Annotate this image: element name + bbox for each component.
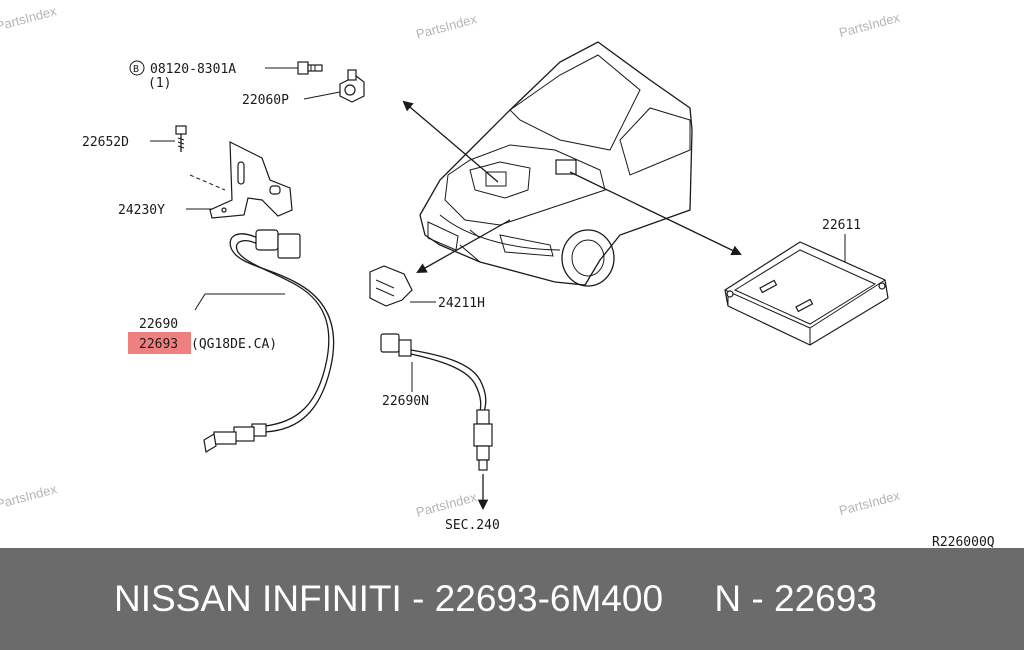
label-24230y[interactable]: 24230Y	[118, 203, 165, 218]
bolt-prefix: B	[133, 64, 139, 75]
watermark-top-center: PartsIndex	[414, 11, 478, 42]
car-illustration	[419, 41, 693, 287]
arrow-knock-sensor	[402, 100, 499, 183]
label-22611[interactable]: 22611	[822, 218, 861, 233]
footer-banner: NISSAN INFINITI - 22693-6M400 N - 22693	[0, 548, 1024, 650]
bracket-bolt-part	[175, 125, 187, 152]
arrow-bracket	[416, 219, 511, 274]
watermark-top-left: PartsIndex	[0, 3, 59, 34]
footer-title: NISSAN INFINITI - 22693-6M400 N - 22693	[114, 578, 877, 619]
label-22652d[interactable]: 22652D	[82, 135, 129, 150]
bolt-part	[297, 61, 323, 75]
oxygen-sensor-22693[interactable]	[203, 229, 335, 453]
label-22693[interactable]: 22693	[139, 337, 178, 352]
watermark-bottom-center: PartsIndex	[414, 489, 478, 520]
watermark-bottom-right: PartsIndex	[837, 488, 901, 519]
ecm-unit-22611	[724, 241, 889, 346]
label-24211h[interactable]: 24211H	[438, 296, 485, 311]
label-22060p[interactable]: 22060P	[242, 93, 289, 108]
label-22693-note: (QG18DE.CA)	[191, 337, 277, 352]
knock-sensor-part	[339, 69, 365, 103]
watermark-bottom-left: PartsIndex	[0, 481, 59, 512]
label-22690[interactable]: 22690	[139, 317, 178, 332]
arrow-ecm	[569, 171, 742, 256]
connector-24211h	[369, 265, 413, 307]
label-22690n[interactable]: 22690N	[382, 394, 429, 409]
bracket-part	[209, 141, 293, 219]
label-bolt-qty: (1)	[148, 76, 171, 91]
parts-diagram: PartsIndex PartsIndex PartsIndex PartsIn…	[0, 3, 995, 548]
highlight-22693	[128, 332, 191, 354]
label-08120-8301a[interactable]: 08120-8301A	[150, 62, 236, 77]
label-ref-code: R226000Q	[932, 535, 995, 548]
label-sec240[interactable]: SEC.240	[445, 518, 500, 533]
watermark-top-right: PartsIndex	[837, 10, 901, 41]
oxygen-sensor-22690n[interactable]	[380, 333, 493, 471]
bolt-circle-icon	[129, 60, 145, 76]
